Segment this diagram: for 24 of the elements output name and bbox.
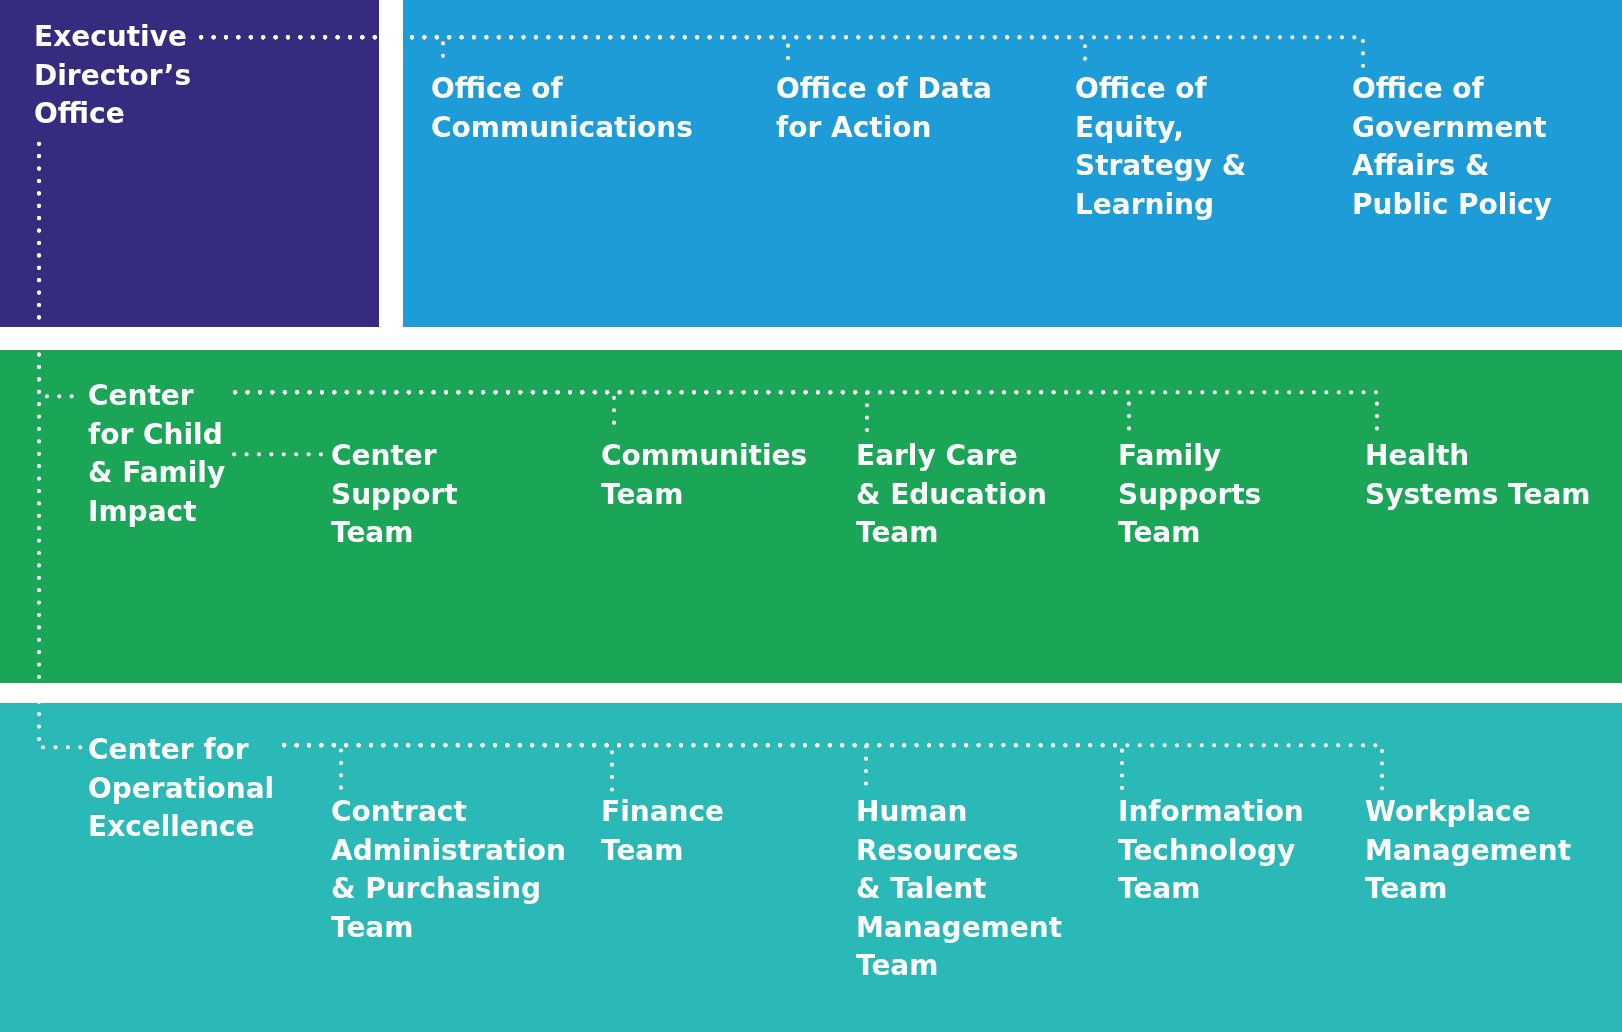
unit-name: Communities Team (601, 437, 808, 515)
unit-name: Health Systems Team (1365, 437, 1591, 515)
unit-name: Finance Team (601, 793, 725, 871)
section-panel (0, 350, 1622, 683)
unit-name: Office of Equity, Strategy & Learning (1075, 70, 1247, 225)
section-panel (0, 703, 1622, 1032)
unit-name: Early Care & Education Team (856, 437, 1047, 553)
section-panel (0, 0, 379, 327)
connector-line (199, 35, 1366, 70)
connector-line (36, 141, 84, 750)
connector-line (282, 743, 1385, 793)
section-panel (403, 0, 1622, 327)
unit-name: Information Technology Team (1118, 793, 1304, 909)
unit-name: Center for Child & Family Impact (88, 377, 226, 532)
unit-name: Office of Communications (431, 70, 693, 148)
unit-name: Center Support Team (331, 437, 458, 553)
unit-name: Workplace Management Team (1365, 793, 1572, 909)
unit-name: Human Resources & Talent Management Team (856, 793, 1063, 986)
unit-name: Office of Data for Action (776, 70, 992, 148)
unit-name: Executive Director’s Office (34, 18, 192, 134)
unit-name: Family Supports Team (1118, 437, 1262, 553)
unit-name: Center for Operational Excellence (88, 731, 275, 847)
unit-name: Office of Government Affairs & Public Policy (1352, 70, 1552, 225)
unit-name: Contract Administration & Purchasing Team (331, 793, 566, 948)
